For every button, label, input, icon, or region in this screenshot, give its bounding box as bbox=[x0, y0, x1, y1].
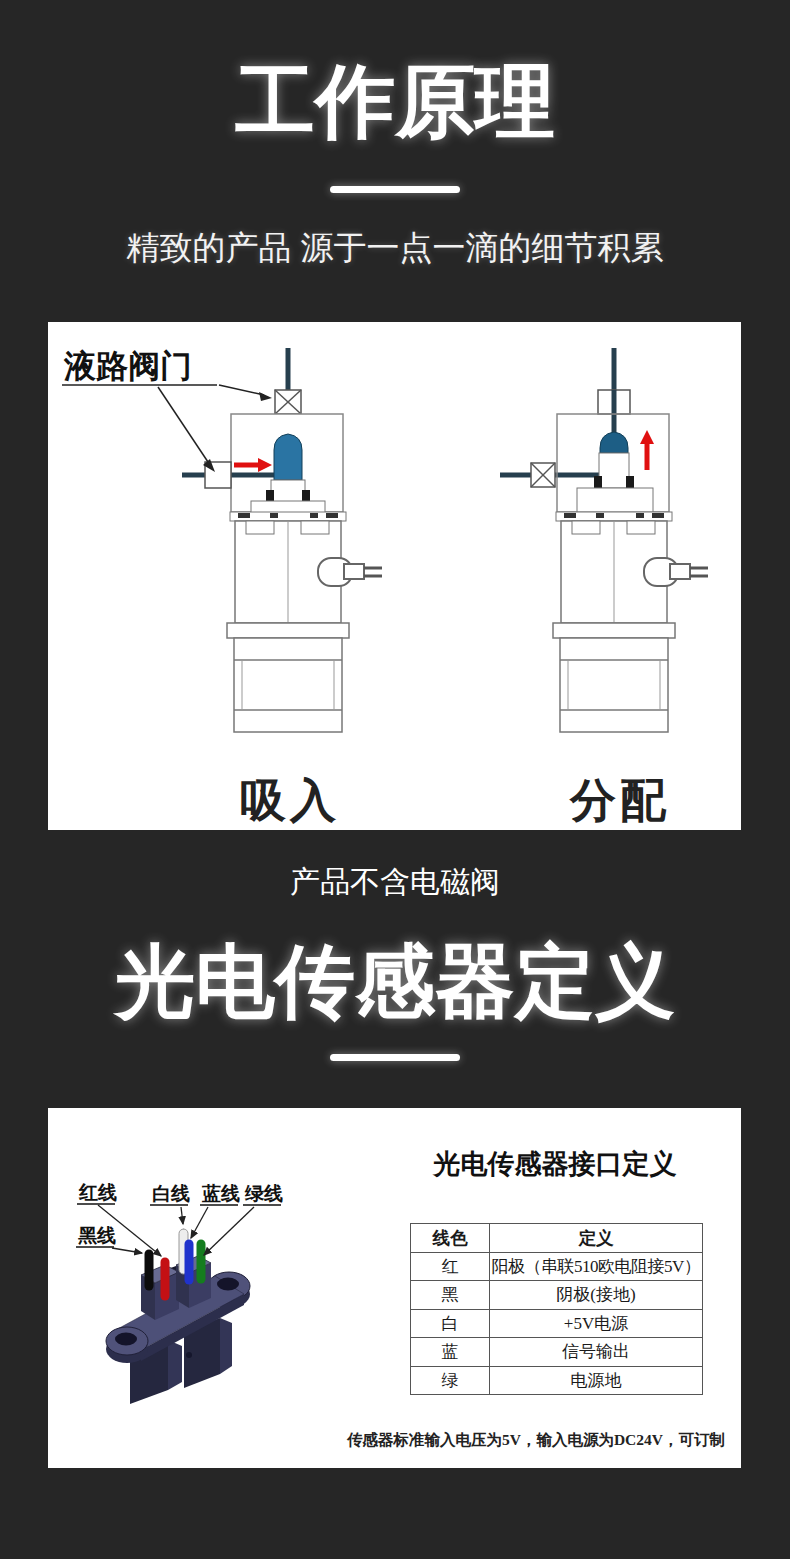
cell-def: +5V电源 bbox=[490, 1309, 703, 1338]
green-wire-label: 绿线 bbox=[244, 1183, 283, 1204]
cell-def: 电源地 bbox=[490, 1366, 703, 1395]
cell-color: 蓝 bbox=[411, 1338, 490, 1367]
table-row: 黑阴极(接地) bbox=[411, 1281, 703, 1310]
sensor-definition-panel: 光电传感器接口定义 bbox=[48, 1108, 741, 1468]
pump-left bbox=[182, 348, 382, 732]
section2-divider bbox=[330, 1054, 460, 1061]
table-row: 蓝信号输出 bbox=[411, 1338, 703, 1367]
pump-diagram: 液路阀门 吸入 分配 bbox=[48, 322, 741, 830]
solenoid-note: 产品不含电磁阀 bbox=[0, 862, 790, 903]
interface-table: 线色 定义 红阳极（串联510欧电阻接5V） 黑阴极(接地) 白+5V电源 蓝信… bbox=[410, 1223, 703, 1395]
section2-title: 光电传感器定义 bbox=[0, 938, 790, 1026]
table-header-row: 线色 定义 bbox=[411, 1224, 703, 1253]
plunger-up bbox=[600, 432, 628, 453]
pump-right bbox=[500, 348, 708, 732]
black-wire-label: 黑线 bbox=[78, 1225, 116, 1246]
white-wire-label: 白线 bbox=[152, 1183, 190, 1204]
cell-color: 红 bbox=[411, 1252, 490, 1281]
sensor-body bbox=[106, 1256, 250, 1404]
section1-title: 工作原理 bbox=[0, 58, 790, 146]
red-wire-label: 红线 bbox=[78, 1182, 117, 1203]
cell-color: 绿 bbox=[411, 1366, 490, 1395]
table-row: 绿电源地 bbox=[411, 1366, 703, 1395]
caption-suction: 吸入 bbox=[240, 774, 340, 826]
table-row: 白+5V电源 bbox=[411, 1309, 703, 1338]
motor-body-right bbox=[560, 638, 668, 732]
col-header-definition: 定义 bbox=[490, 1224, 703, 1253]
cell-def: 信号输出 bbox=[490, 1338, 703, 1367]
caption-dispense: 分配 bbox=[569, 774, 670, 826]
sensor-interface-heading: 光电传感器接口定义 bbox=[410, 1146, 700, 1182]
cell-color: 黑 bbox=[411, 1281, 490, 1310]
working-principle-diagram-panel: 液路阀门 吸入 分配 bbox=[48, 322, 741, 830]
col-header-wire-color: 线色 bbox=[411, 1224, 490, 1253]
section1-subtitle: 精致的产品 源于一点一滴的细节积累 bbox=[0, 226, 790, 271]
cell-def: 阳极（串联510欧电阻接5V） bbox=[490, 1252, 703, 1281]
section1-divider bbox=[330, 186, 460, 193]
cell-def: 阴极(接地) bbox=[490, 1281, 703, 1310]
table-row: 红阳极（串联510欧电阻接5V） bbox=[411, 1252, 703, 1281]
valve-label: 液路阀门 bbox=[63, 348, 192, 384]
sensor-illustration: 红线 白线 蓝线 绿线 黑线 bbox=[48, 1108, 378, 1468]
motor-body bbox=[234, 638, 342, 732]
flow-arrow-up bbox=[640, 430, 654, 444]
blue-wire-label: 蓝线 bbox=[201, 1183, 240, 1204]
cell-color: 白 bbox=[411, 1309, 490, 1338]
plunger-down bbox=[274, 434, 302, 480]
sensor-footnote: 传感器标准输入电压为5V，输入电源为DC24V，可订制 bbox=[331, 1430, 741, 1451]
